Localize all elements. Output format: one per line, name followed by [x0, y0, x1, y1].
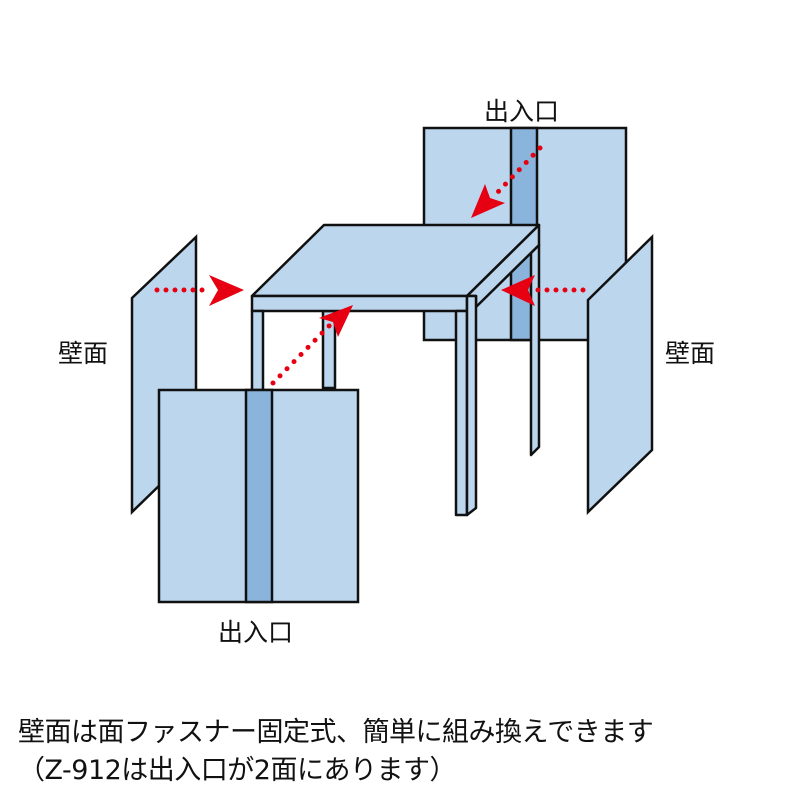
label-entrance-bottom: 出入口: [218, 618, 294, 647]
label-wall-right: 壁面: [665, 339, 716, 368]
front-entrance-panel: [157, 388, 360, 604]
right-wall-panel: [586, 234, 654, 515]
label-wall-left: 壁面: [58, 339, 109, 368]
arrow-front-entrance: [270, 305, 353, 386]
arrow-right-wall: [501, 275, 586, 306]
booth-frame: [250, 223, 541, 517]
arrow-left-wall: [154, 275, 244, 306]
caption-line-1: 壁面は面ファスナー固定式、簡単に組み換えできます: [18, 717, 654, 748]
arrow-back-entrance: [471, 145, 543, 218]
caption-line-2: （Z-912は出入口が2面にあります）: [18, 755, 456, 786]
label-entrance-top: 出入口: [484, 97, 560, 126]
